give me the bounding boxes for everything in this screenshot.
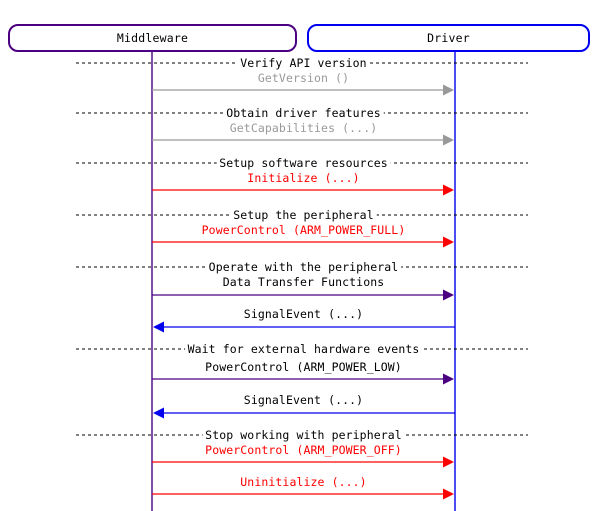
arrowhead-msg-getversion — [443, 84, 454, 96]
message-label-msg-data-transfer-functions: Data Transfer Functions — [222, 275, 385, 289]
separator-label-sep-setup-software-resources: Setup software resources — [216, 156, 391, 170]
arrowhead-msg-powercontrol-arm-power-full — [443, 236, 454, 248]
message-label-msg-uninitialize: Uninitialize (...) — [240, 475, 367, 489]
arrowhead-msg-powercontrol-arm-power-low — [443, 373, 454, 385]
message-label-msg-signalevent-1: SignalEvent (...) — [243, 307, 364, 321]
message-label-msg-powercontrol-arm-power-low: PowerControl (ARM_POWER_LOW) — [205, 360, 402, 374]
arrowhead-msg-powercontrol-arm-power-off — [443, 456, 454, 468]
message-msg-uninitialize — [152, 488, 454, 500]
message-msg-getversion — [152, 84, 454, 96]
arrowhead-msg-getcapabilities — [443, 134, 454, 146]
arrowhead-msg-uninitialize — [443, 488, 454, 500]
arrowhead-msg-signalevent-1 — [153, 321, 164, 333]
separator-label-sep-setup-the-peripheral: Setup the peripheral — [230, 208, 377, 222]
message-msg-data-transfer-functions — [152, 289, 454, 301]
actor-box-driver[interactable]: Driver — [307, 24, 590, 52]
message-label-msg-getversion: GetVersion () — [257, 71, 350, 85]
arrowhead-msg-data-transfer-functions — [443, 289, 454, 301]
actor-box-middleware[interactable]: Middleware — [8, 24, 297, 52]
separator-label-sep-verify-api-version: Verify API version — [237, 56, 370, 70]
message-msg-getcapabilities — [152, 134, 454, 146]
message-msg-signalevent-1 — [153, 321, 455, 333]
message-label-msg-initialize: Initialize (...) — [247, 171, 360, 185]
message-msg-powercontrol-arm-power-off — [152, 456, 454, 468]
message-msg-signalevent-2 — [153, 407, 455, 419]
arrowhead-msg-signalevent-2 — [153, 407, 164, 419]
actor-label-driver: Driver — [427, 31, 470, 45]
message-label-msg-powercontrol-arm-power-full: PowerControl (ARM_POWER_FULL) — [201, 223, 406, 237]
message-label-msg-powercontrol-arm-power-off: PowerControl (ARM_POWER_OFF) — [205, 443, 402, 457]
separator-label-sep-wait-for-external-hardware-events: Wait for external hardware events — [184, 342, 423, 356]
message-label-msg-signalevent-2: SignalEvent (...) — [243, 393, 364, 407]
arrowhead-msg-initialize — [443, 184, 454, 196]
message-label-msg-getcapabilities: GetCapabilities (...) — [229, 121, 378, 135]
message-msg-powercontrol-arm-power-full — [152, 236, 454, 248]
message-msg-powercontrol-arm-power-low — [152, 373, 454, 385]
actor-label-middleware: Middleware — [116, 31, 189, 45]
separator-label-sep-obtain-driver-features: Obtain driver features — [223, 106, 384, 120]
message-msg-initialize — [152, 184, 454, 196]
separator-label-sep-operate-with-the-peripheral: Operate with the peripheral — [205, 260, 402, 274]
separator-label-sep-stop-working-with-peripheral: Stop working with peripheral — [202, 428, 405, 442]
